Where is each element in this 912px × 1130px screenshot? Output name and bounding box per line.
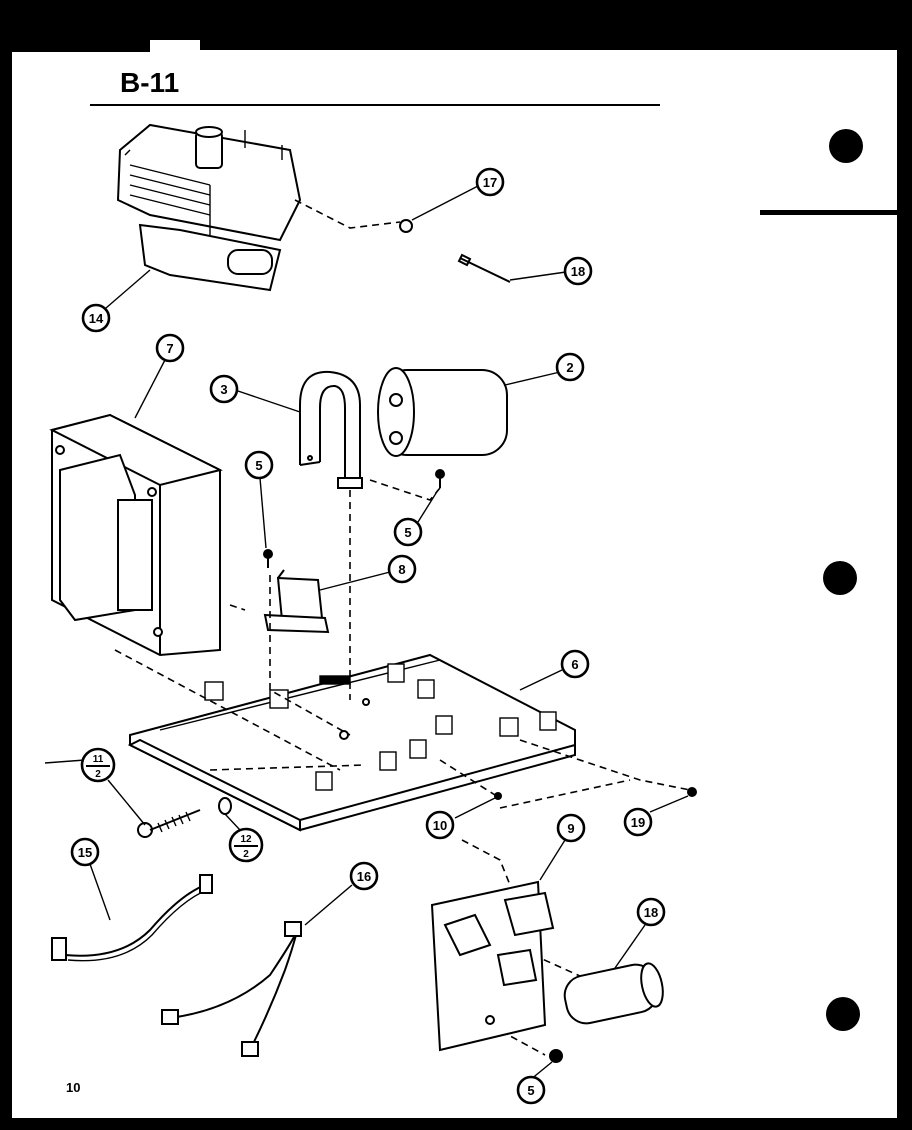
screw-left <box>263 549 273 568</box>
callout-5-right: 5 <box>393 517 423 547</box>
callout-14-label: 14 <box>89 311 104 326</box>
callout-2: 2 <box>555 352 585 382</box>
callout-9: 9 <box>556 813 586 843</box>
small-screws <box>494 787 697 800</box>
callout-5-right-label: 5 <box>404 525 411 540</box>
callout-16-label: 16 <box>357 869 371 884</box>
callout-8: 8 <box>387 554 417 584</box>
transformer <box>49 413 223 657</box>
callout-11-top: 11 <box>93 754 104 765</box>
callout-12-top: 12 <box>240 834 252 845</box>
magnetron <box>116 123 302 292</box>
punch-holes <box>823 129 863 1031</box>
nut-and-probe <box>399 219 511 283</box>
callout-6: 6 <box>560 649 590 679</box>
callout-7-label: 7 <box>166 341 173 356</box>
capacitor-bracket <box>299 370 363 489</box>
callout-8-label: 8 <box>398 562 405 577</box>
callout-11-2: 11 2 <box>80 747 116 783</box>
callout-7: 7 <box>155 333 185 363</box>
fuse <box>563 962 664 1025</box>
callout-17-label: 17 <box>483 175 497 190</box>
callout-19-label: 19 <box>631 815 645 830</box>
callout-18-label: 18 <box>571 264 585 279</box>
callout-19: 19 <box>623 807 653 837</box>
callout-5-left-label: 5 <box>255 458 262 473</box>
callout-18-fuse: 18 <box>636 897 666 927</box>
fuse-block <box>430 880 555 1052</box>
screw-upper <box>435 469 445 488</box>
callout-10-label: 10 <box>433 818 447 833</box>
callout-17: 17 <box>475 167 505 197</box>
callout-11-bottom: 2 <box>95 769 101 780</box>
callout-9-label: 9 <box>567 821 574 836</box>
callout-15: 15 <box>70 837 100 867</box>
callout-6-label: 6 <box>571 657 578 672</box>
callout-10: 10 <box>425 810 455 840</box>
callout-16: 16 <box>349 861 379 891</box>
wire-harness-15 <box>51 874 213 962</box>
capacitor <box>377 367 508 457</box>
page-number: 10 <box>66 1080 80 1095</box>
callout-5-bottom: 5 <box>516 1075 546 1105</box>
leader-lines <box>89 185 689 1081</box>
page-title: B-11 <box>120 67 179 98</box>
callout-12-2: 12 2 <box>228 827 264 863</box>
callout-5-left: 5 <box>244 450 274 480</box>
base-plate <box>127 653 576 832</box>
callout-18-fuse-label: 18 <box>644 905 658 920</box>
hv-diode <box>263 569 330 634</box>
wire-harness-16 <box>161 921 302 1057</box>
screw-bottom <box>549 1049 563 1063</box>
callout-3: 3 <box>209 374 239 404</box>
magnetron-leader-dash <box>294 199 401 229</box>
callout-15-label: 15 <box>78 845 92 860</box>
bolt-and-washer <box>44 759 232 838</box>
callout-3-label: 3 <box>220 382 227 397</box>
callout-2-label: 2 <box>566 360 573 375</box>
callout-5-bottom-label: 5 <box>527 1083 534 1098</box>
callout-14: 14 <box>81 303 111 333</box>
callout-12-bottom: 2 <box>243 849 249 860</box>
callout-18: 18 <box>563 256 593 286</box>
